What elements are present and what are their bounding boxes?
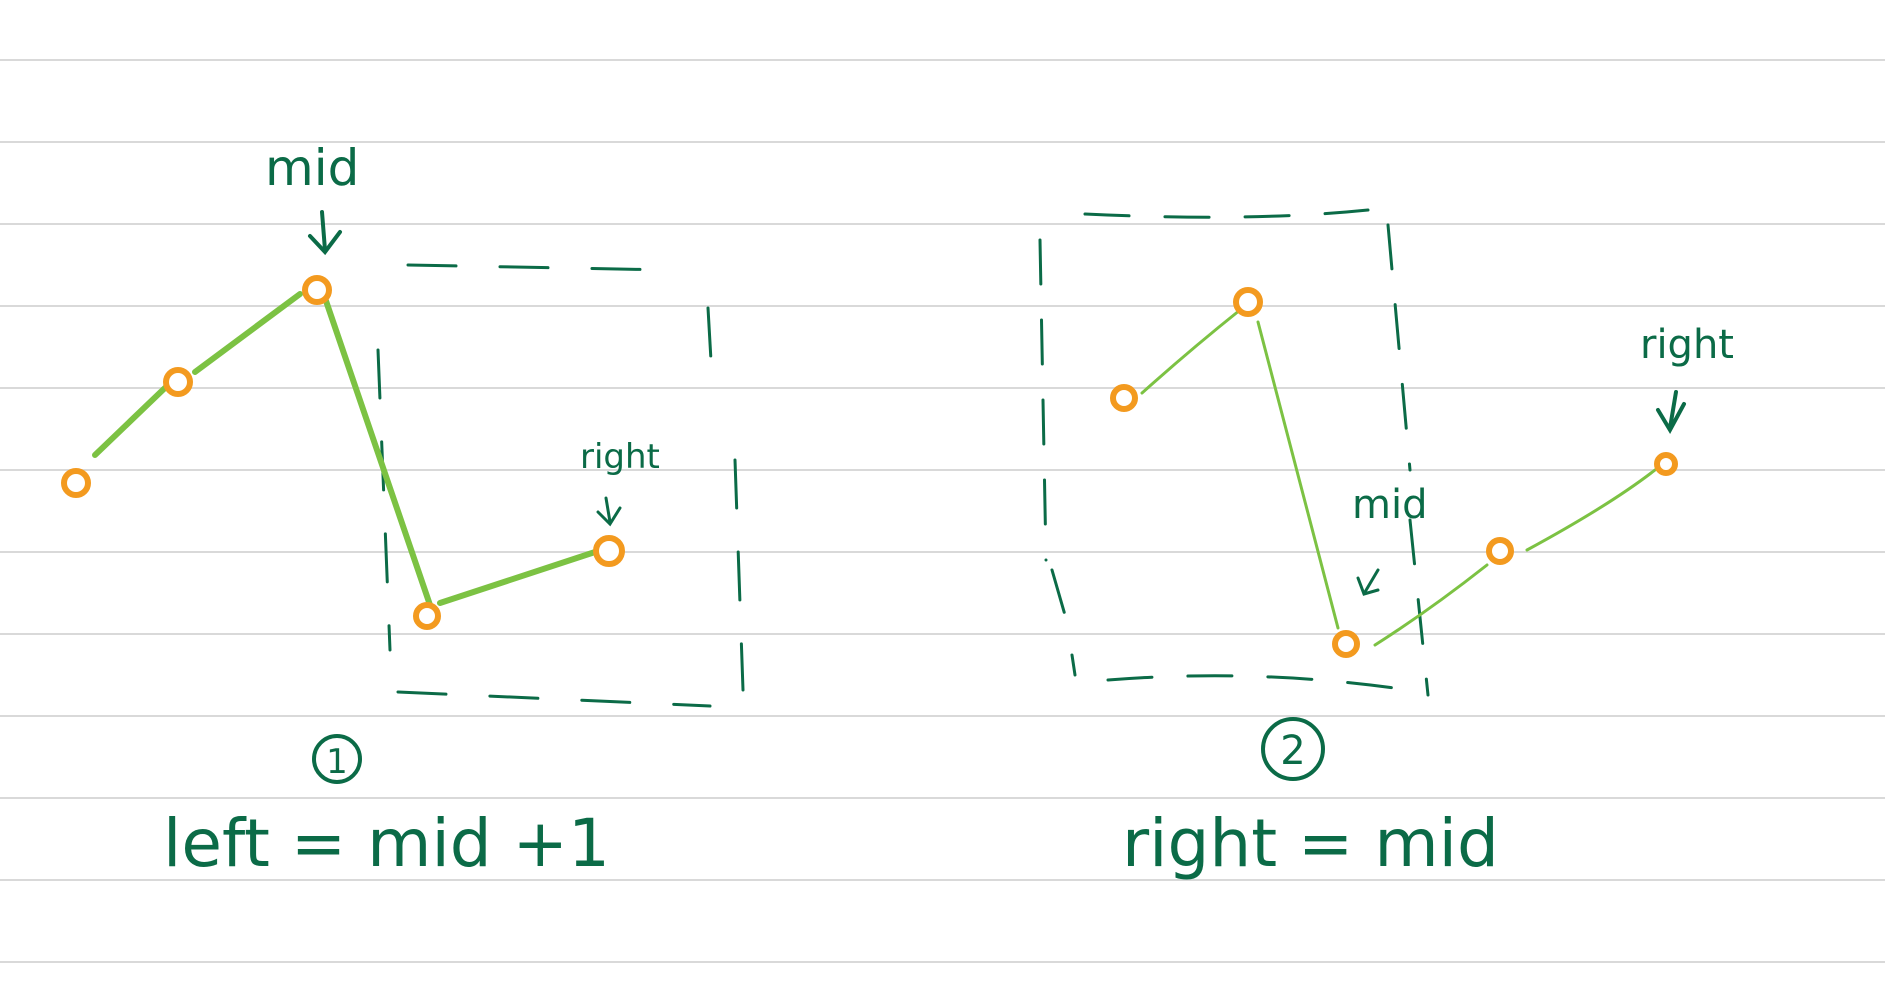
- mid-arrow-icon: [308, 210, 342, 256]
- segment: [1140, 308, 1242, 395]
- node: [61, 468, 91, 498]
- segment: [192, 291, 303, 375]
- step-2-badge: 2: [1261, 717, 1325, 781]
- case-2-nodes: [1110, 287, 1678, 658]
- step-1-number: 1: [326, 742, 348, 782]
- mid-label: mid: [265, 139, 359, 197]
- right-node: [593, 535, 625, 567]
- right-node: [1654, 452, 1678, 476]
- mid-node: [1332, 630, 1360, 658]
- node: [163, 367, 193, 397]
- segment: [92, 382, 171, 458]
- case-1-dashed-box: [376, 263, 745, 708]
- mid-label: mid: [1352, 482, 1427, 528]
- case-1-nodes: [61, 275, 625, 630]
- case-1-caption: left = mid +1: [163, 805, 610, 882]
- right-label: right: [1640, 322, 1734, 368]
- node: [413, 602, 441, 630]
- mid-node: [302, 275, 332, 305]
- case-2-dashed-box: [1038, 208, 1430, 697]
- right-label: right: [580, 437, 660, 477]
- segment: [1256, 320, 1340, 630]
- case-1-diagram: mid right 1 left = mid +1: [61, 139, 745, 882]
- right-arrow-icon: [1656, 390, 1686, 435]
- right-arrow-icon: [596, 496, 622, 527]
- case-2-diagram: mid right 2 right = mid: [1038, 208, 1734, 882]
- node: [1233, 287, 1263, 317]
- case-2-polyline: [1140, 308, 1657, 647]
- case-1-polyline: [92, 291, 598, 608]
- segment: [437, 549, 598, 606]
- node: [1486, 537, 1514, 565]
- step-1-badge: 1: [312, 734, 362, 784]
- step-2-number: 2: [1280, 728, 1305, 774]
- mid-arrow-icon: [1356, 568, 1380, 596]
- segment: [1373, 563, 1489, 647]
- segment: [322, 295, 433, 608]
- case-2-caption: right = mid: [1122, 805, 1499, 882]
- node: [1110, 384, 1138, 412]
- segment: [1525, 468, 1657, 552]
- ruled-lines: [0, 59, 1885, 963]
